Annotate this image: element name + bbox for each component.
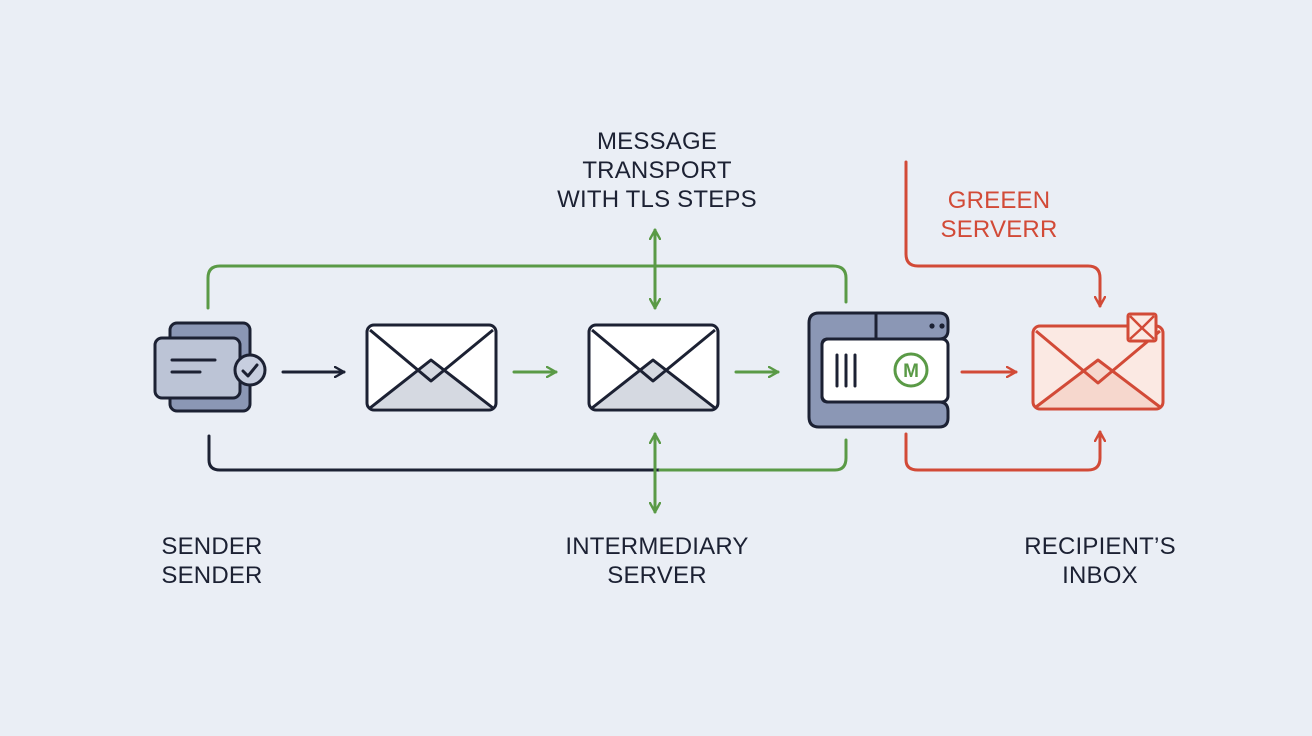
dark-bottom-route	[207, 434, 662, 472]
title-line-2: TRANSPORT	[582, 157, 732, 184]
green-bottom-route	[658, 438, 848, 472]
intermediary-envelope-icon	[587, 323, 720, 412]
recipient-label-line-1: RECIPIENT’S	[1024, 533, 1176, 560]
server-callout: GREEEN SERVERR	[924, 186, 1074, 244]
green-top-route	[206, 264, 848, 310]
intermediary-label-line-2: SERVER	[607, 562, 707, 589]
diagram-title: MESSAGE TRANSPORT WITH TLS STEPS	[537, 127, 777, 214]
intermediary-label: INTERMEDIARY SERVER	[537, 532, 777, 590]
notification-mail-icon	[1126, 312, 1158, 343]
sender-label-line-1: SENDER	[161, 533, 263, 560]
envelope-icon	[365, 323, 498, 412]
sender-label-line-2: SENDER	[161, 562, 263, 589]
recipient-label-line-2: INBOX	[1062, 562, 1138, 589]
server-badge-letter: M	[903, 361, 919, 382]
title-line-1: MESSAGE	[596, 128, 718, 155]
server-callout-line-2: SERVERR	[940, 216, 1058, 243]
intermediary-label-line-1: INTERMEDIARY	[565, 533, 749, 560]
recipient-label: RECIPIENT’S INBOX	[1000, 532, 1200, 590]
sender-label: SENDER SENDER	[137, 532, 287, 590]
server-callout-line-1: GREEEN	[947, 187, 1051, 214]
checkmark-icon	[233, 353, 267, 387]
mail-server-icon: M	[807, 311, 950, 429]
server-badge-icon	[893, 352, 929, 388]
red-top-route	[904, 160, 1100, 308]
title-line-3: WITH TLS STEPS	[557, 186, 757, 213]
red-bottom-route	[904, 430, 1100, 472]
inbox-envelope-icon	[1031, 312, 1165, 411]
